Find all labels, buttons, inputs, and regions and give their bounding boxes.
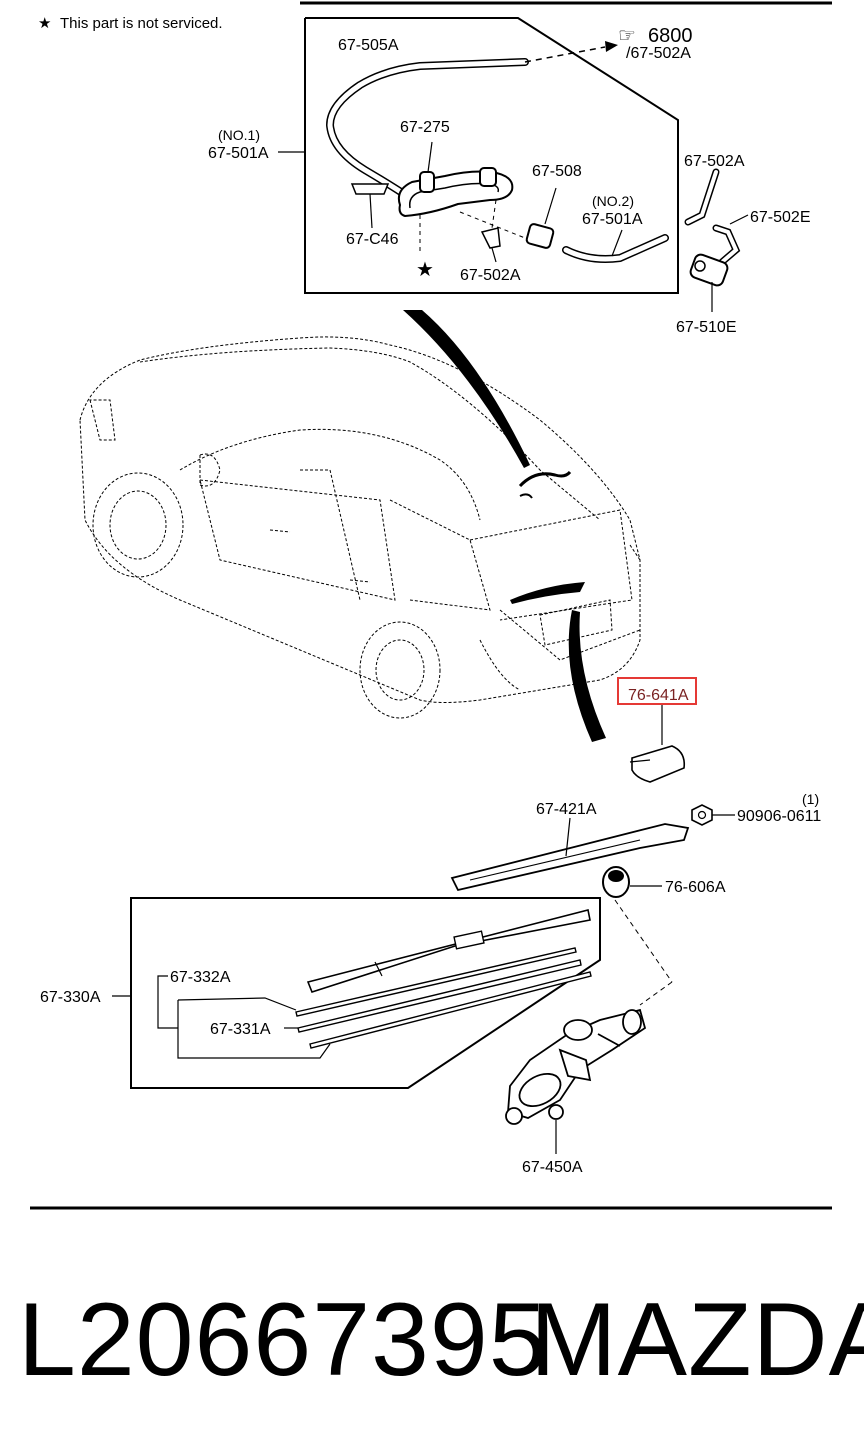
blade-insert-67-331a <box>297 959 582 1033</box>
label-67-421a: 67-421A <box>536 801 597 818</box>
label-67-502a-outer: 67-502A <box>684 153 745 170</box>
wiper-blade-inset-frame <box>130 897 601 1089</box>
label-67-502a-ref: /67-502A <box>626 45 691 62</box>
vehicle-outline <box>79 336 641 703</box>
label-6800: 6800 <box>648 25 693 47</box>
arrow-to-6800 <box>605 41 618 52</box>
label-67-330a: 67-330A <box>40 989 101 1006</box>
label-67-275: 67-275 <box>400 119 450 136</box>
label-76-641a: 76-641A <box>628 687 689 704</box>
label-67-331a: 67-331A <box>210 1021 271 1038</box>
label-67-501a-no1: 67-501A <box>208 145 269 162</box>
label-nut-qty: (1) <box>802 791 819 807</box>
vehicle-wheels <box>92 472 441 719</box>
label-67-502a-inner: 67-502A <box>460 267 521 284</box>
pointer-inset-to-vehicle <box>403 310 530 468</box>
check-valve-67-508 <box>525 223 555 249</box>
bracket-67-332a <box>157 975 178 1029</box>
parts-diagram: ★ This part is not serviced. <box>30 1 832 1210</box>
highlight-box <box>617 677 697 705</box>
pointer-vehicle-to-cap <box>568 610 606 742</box>
brand-name: MAZDA <box>530 1282 864 1398</box>
pivot-cap-76-606a <box>602 866 630 898</box>
part-number: L20667395 <box>18 1282 548 1398</box>
blade-insert-67-332a <box>295 947 577 1017</box>
label-67-502e: 67-502E <box>750 209 811 226</box>
label-no1: (NO.1) <box>218 127 260 143</box>
clip-67-c46 <box>350 183 390 195</box>
note-text: This part is not serviced. <box>60 15 223 32</box>
note-star: ★ <box>38 15 51 32</box>
nozzle-67-510e <box>689 253 729 312</box>
bracket-67-331a <box>177 1000 331 1059</box>
label-67-332a: 67-332A <box>170 969 231 986</box>
label-star-not-serviced: ★ <box>416 259 434 281</box>
hose-extension-dashed <box>524 46 606 63</box>
elbow-67-502a-inner <box>480 227 501 249</box>
label-76-606a: 76-606A <box>665 879 726 896</box>
label-6800-icon: ☞ <box>618 25 636 47</box>
label-no2: (NO.2) <box>592 193 634 209</box>
label-67-501a-no2: 67-501A <box>582 211 643 228</box>
footer: L20667395 MAZDA <box>0 1265 864 1415</box>
label-67-450a: 67-450A <box>522 1159 583 1176</box>
label-67-505a: 67-505A <box>338 37 399 54</box>
label-67-510e: 67-510E <box>676 319 737 336</box>
vehicle-wiper <box>510 582 585 604</box>
wiper-arm-67-421a <box>450 823 690 892</box>
label-90906-0611: 90906-0611 <box>737 808 821 825</box>
washer-inset-frame <box>304 17 679 294</box>
label-67-c46: 67-C46 <box>346 231 399 248</box>
wiper-blade-67-330a <box>306 909 591 993</box>
wiper-cap-76-641a <box>631 745 686 783</box>
wiper-motor-67-450a <box>505 1008 647 1125</box>
label-67-508: 67-508 <box>532 163 582 180</box>
